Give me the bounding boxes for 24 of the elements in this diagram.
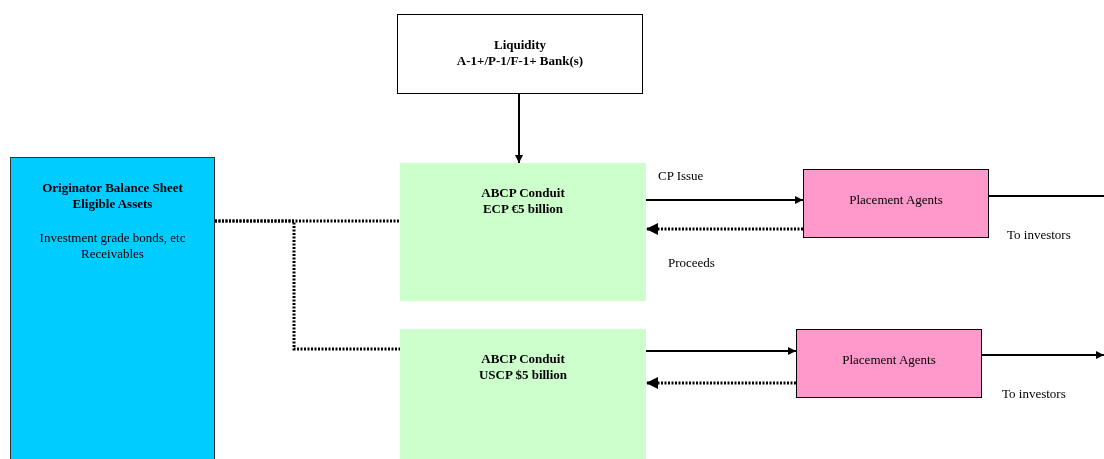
node-text: ECP €5 billion [481,201,565,217]
node-title: Liquidity [493,37,547,53]
dotted-connector [646,377,796,389]
placement-agent-box [803,169,989,238]
node-title: ABCP Conduit [480,185,566,201]
originator-box [10,157,215,459]
node-title: Placement Agents [841,352,937,368]
arrow [645,196,804,204]
conduit-box [400,329,646,459]
arrow [645,347,797,355]
arrow [515,93,523,164]
node-text: Investment grade bonds, etc Receivables [38,230,187,262]
placement-agent-box [796,329,982,398]
conduit-box [400,163,646,301]
node-title: Placement Agents [848,192,944,208]
liquidity-box [397,14,643,94]
arrow [981,351,1104,359]
node-text: USCP $5 billion [477,367,569,383]
node-title: ABCP Conduit [480,351,566,367]
node-text: A-1+/P-1/F-1+ Bank(s) [455,53,585,69]
dotted-connector [215,219,400,351]
node-title: Originator Balance Sheet Eligible Assets [41,180,184,212]
edge-label: Proceeds [668,255,715,270]
dotted-connector [646,223,803,235]
